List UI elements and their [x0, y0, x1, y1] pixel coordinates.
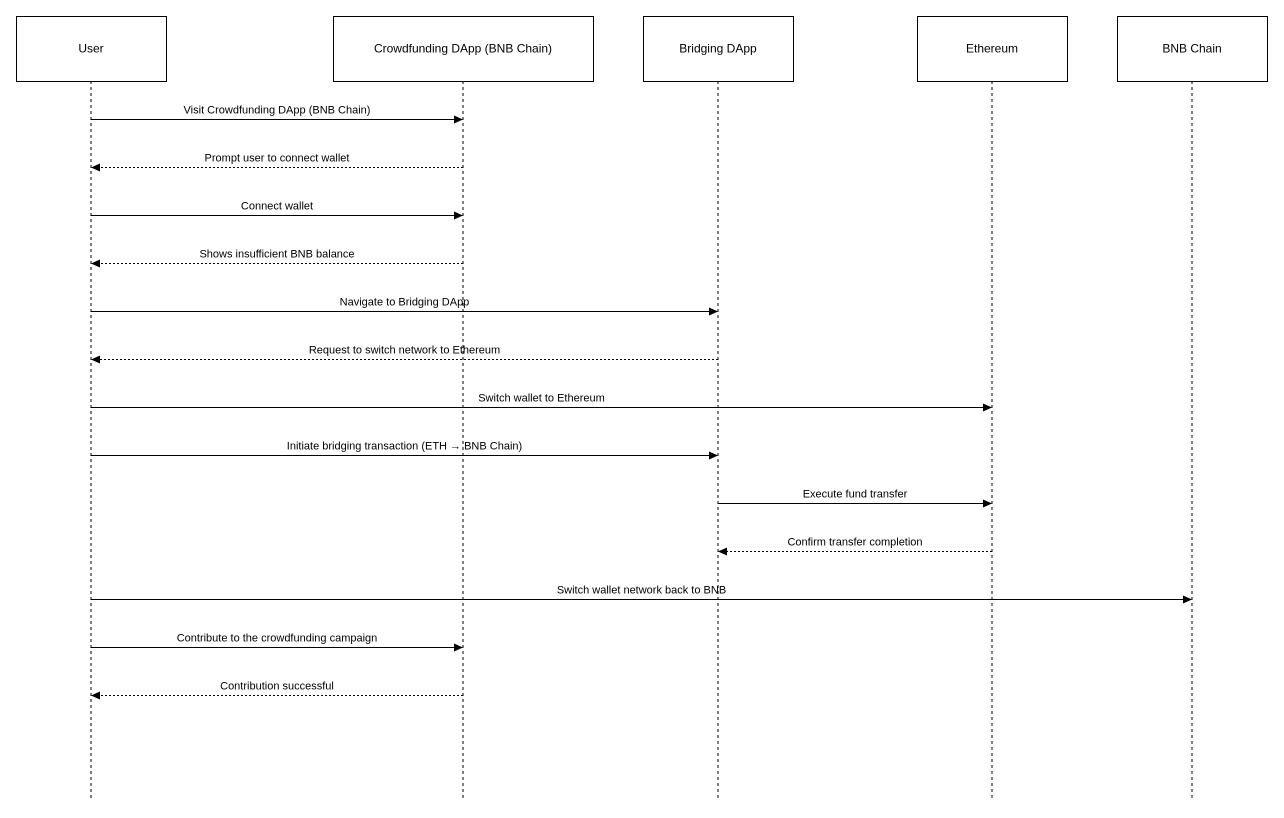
participant-ethereum[interactable]: Ethereum — [917, 16, 1068, 82]
message-label: Contribute to the crowdfunding campaign — [177, 633, 378, 645]
message-7[interactable]: Switch wallet to Ethereum — [91, 393, 992, 412]
arrowhead-icon — [709, 451, 718, 460]
message-label: Switch wallet network back to BNB — [557, 585, 726, 597]
arrowhead-icon — [983, 403, 992, 412]
message-label: Visit Crowdfunding DApp (BNB Chain) — [184, 105, 371, 117]
message-1[interactable]: Visit Crowdfunding DApp (BNB Chain) — [91, 105, 463, 124]
arrowhead-icon — [1183, 595, 1192, 604]
message-9[interactable]: Execute fund transfer — [718, 489, 992, 508]
participant-label-ethereum: Ethereum — [966, 42, 1018, 56]
message-3[interactable]: Connect wallet — [91, 201, 463, 220]
participant-label-bridging: Bridging DApp — [679, 42, 757, 56]
participant-label-user: User — [78, 42, 103, 56]
arrowhead-icon — [718, 547, 727, 556]
arrowhead-icon — [91, 355, 100, 364]
participant-label-bnb: BNB Chain — [1162, 42, 1221, 56]
participant-box-bridging — [643, 16, 794, 82]
arrowhead-icon — [454, 211, 463, 220]
message-label: Contribution successful — [220, 681, 334, 693]
message-label: Initiate bridging transaction (ETH → BNB… — [287, 441, 522, 453]
participant-user[interactable]: User — [16, 16, 167, 82]
participant-bnb[interactable]: BNB Chain — [1117, 16, 1268, 82]
messages: Visit Crowdfunding DApp (BNB Chain) Promp… — [91, 105, 1192, 700]
message-8[interactable]: Initiate bridging transaction (ETH → BNB… — [91, 441, 718, 460]
message-label: Navigate to Bridging DApp — [340, 297, 470, 309]
arrowhead-icon — [91, 163, 100, 172]
arrowhead-icon — [983, 499, 992, 508]
message-11[interactable]: Switch wallet network back to BNB — [91, 585, 1192, 604]
message-4[interactable]: Shows insufficient BNB balance — [91, 249, 463, 268]
message-label: Confirm transfer completion — [787, 537, 922, 549]
message-label: Shows insufficient BNB balance — [199, 249, 354, 261]
arrowhead-icon — [454, 643, 463, 652]
message-label: Execute fund transfer — [803, 489, 908, 501]
message-2[interactable]: Prompt user to connect wallet — [91, 153, 463, 172]
participant-bridging[interactable]: Bridging DApp — [643, 16, 794, 82]
arrowhead-icon — [91, 691, 100, 700]
message-label: Request to switch network to Ethereum — [309, 345, 500, 357]
participants: User Crowdfunding DApp (BNB Chain) Bridgin… — [16, 16, 1268, 82]
participant-label-crowdfunding: Crowdfunding DApp (BNB Chain) — [374, 42, 552, 56]
message-label: Switch wallet to Ethereum — [478, 393, 605, 405]
message-13[interactable]: Contribution successful — [91, 681, 463, 700]
arrowhead-icon — [709, 307, 718, 316]
message-label: Connect wallet — [241, 201, 313, 213]
arrowhead-icon — [91, 259, 100, 268]
message-6[interactable]: Request to switch network to Ethereum — [91, 345, 718, 364]
message-label: Prompt user to connect wallet — [205, 153, 350, 165]
participant-crowdfunding[interactable]: Crowdfunding DApp (BNB Chain) — [333, 16, 594, 82]
arrowhead-icon — [454, 115, 463, 124]
message-12[interactable]: Contribute to the crowdfunding campaign — [91, 633, 463, 652]
participant-box-user — [16, 16, 167, 82]
message-5[interactable]: Navigate to Bridging DApp — [91, 297, 718, 316]
participant-box-bnb — [1117, 16, 1268, 82]
participant-box-ethereum — [917, 16, 1068, 82]
message-10[interactable]: Confirm transfer completion — [718, 537, 992, 556]
participant-box-crowdfunding — [333, 16, 594, 82]
